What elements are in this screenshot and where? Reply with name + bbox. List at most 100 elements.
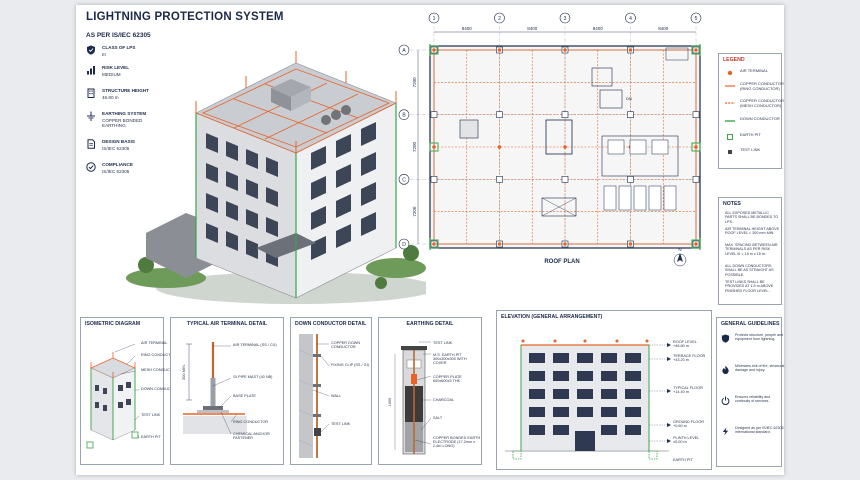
- elevation-window: [529, 407, 545, 417]
- grid-col-label: 2: [498, 16, 501, 22]
- document-icon: [87, 139, 95, 149]
- hvac-unit: [629, 139, 647, 155]
- spec-label: COMPLIANCE: [102, 162, 133, 167]
- guideline-text: Minimizes risk of fire, structural damag…: [735, 364, 785, 373]
- dc-label: COPPER DOWN CONDUCTOR: [331, 341, 361, 349]
- elevation-window: [553, 389, 569, 399]
- spec-value: MEDIUM: [102, 72, 121, 77]
- guidelines-title: GENERAL GUIDELINES: [721, 321, 780, 327]
- roof-opening: [545, 119, 573, 155]
- elevation-panel: ELEVATION (GENERAL ARRANGEMENT) ROOF LEV…: [496, 310, 712, 470]
- guideline-text: Protects structure, people and equipment…: [735, 333, 783, 342]
- chiller-unit: [648, 185, 662, 211]
- air-terminal-point: [563, 242, 567, 246]
- lightning-icon: [722, 427, 729, 436]
- elevation-level: GROUND FLOOR+0.60 m: [673, 420, 705, 429]
- air-terminal-icon: [727, 70, 733, 76]
- elevation-window: [529, 425, 545, 435]
- notes-panel: NOTES ALL EXPOSED METALLIC PARTS SHALL B…: [718, 197, 782, 305]
- air-terminal-point: [628, 242, 633, 246]
- earthing-diagram: 1000: [388, 341, 432, 455]
- hvac-unit: [607, 139, 625, 155]
- roof-plan-title: ROOF PLAN: [544, 259, 579, 265]
- earth-icon: [87, 111, 95, 121]
- spec-label: DESIGN BASIS: [102, 139, 135, 144]
- note-item: TEST LINKS SHALL BE PROVIDED AT 1.5 m AB…: [725, 280, 774, 293]
- drawing-sheet: LIGHTNING PROTECTION SYSTEM AS PER IS/IE…: [76, 5, 784, 475]
- spec-structure-height: STRUCTURE HEIGHT 46.80 m: [86, 88, 149, 106]
- grid-bubble: [398, 109, 410, 120]
- spec-label: STRUCTURE HEIGHT: [102, 88, 149, 93]
- elevation-window: [529, 353, 545, 363]
- at-label: BASE PLATE: [233, 394, 256, 398]
- hvac-unit: [651, 139, 669, 155]
- guideline-text: Ensures reliability and continuity of se…: [735, 395, 771, 404]
- elevation-title: ELEVATION (GENERAL ARRANGEMENT): [501, 314, 603, 320]
- at-label: RING CONDUCTOR: [233, 420, 269, 424]
- row-spacing-label: 7200: [412, 206, 417, 217]
- spec-risk-level: RISK LEVEL MEDIUM: [86, 65, 148, 83]
- elevation-window: [529, 389, 545, 399]
- iso-label: AIR TERMINAL: [141, 341, 168, 345]
- legend-label: COPPER CONDUCTOR (MESH CONDUCTOR): [740, 98, 784, 108]
- grid-bubble: [494, 12, 505, 24]
- hvac-platform: [601, 135, 679, 177]
- earthing-detail-panel: EARTHING DETAIL 1000 TEST LINK M.S. EART…: [378, 317, 482, 465]
- bar-chart-icon: [87, 66, 95, 75]
- legend-label: COPPER CONDUCTOR (RING CONDUCTOR): [740, 81, 784, 91]
- down-conductor-line-icon: [725, 120, 735, 122]
- legend-label: DOWN CONDUCTOR: [740, 116, 780, 121]
- grid-bubble: [398, 44, 410, 56]
- building-3d-illustration: [126, 51, 426, 304]
- grid-row-label: D: [402, 242, 406, 248]
- iso-label: DOWN CONDUCTOR: [141, 387, 179, 391]
- earthing-label: SALT: [433, 416, 443, 420]
- earth-pit-marker: [429, 142, 439, 152]
- grid-bubble: [625, 12, 636, 24]
- structural-column: [561, 176, 569, 183]
- fire-icon: [722, 365, 729, 374]
- legend-panel: LEGEND AIR TERMINAL COPPER CONDUCTOR (RI…: [718, 53, 784, 169]
- spec-earthing-system: EARTHING SYSTEM COPPER BONDED EARTHING: [86, 111, 148, 133]
- elevation-window: [625, 407, 641, 417]
- earthing-label: M.S. EARTH PIT 300x300x300 WITH COVER: [433, 353, 467, 365]
- water-tank: [459, 119, 479, 139]
- elevation-level: TERRACE FLOOR+43.20 m: [673, 354, 706, 363]
- structural-column: [496, 111, 503, 118]
- grid-col-label: 5: [695, 16, 698, 22]
- air-terminal-point: [497, 242, 502, 246]
- grid-col-label: 3: [564, 16, 567, 22]
- guideline-item: Designed as per IS/IEC 62305 internation…: [721, 425, 793, 443]
- elevation-level: TYPICAL FLOOR+14.40 m: [673, 386, 703, 395]
- spec-compliance: COMPLIANCE IS/IEC 62305: [86, 162, 148, 180]
- chiller-unit: [663, 185, 677, 211]
- skylight-diagonal: [541, 197, 577, 217]
- dc-label: WALL: [331, 394, 342, 398]
- isometric-diagram-panel: ISOMETRIC DIAGRAM AIR TERMINAL RING COND…: [80, 317, 179, 465]
- spec-value: IS/IEC 62305: [102, 169, 130, 174]
- elevation-window: [577, 353, 593, 363]
- spec-value: III: [102, 52, 106, 57]
- structural-column: [627, 176, 634, 183]
- structural-column: [430, 111, 438, 118]
- legend-item-down-conductor: DOWN CONDUCTOR: [725, 116, 805, 126]
- col-spacing-label: 8400: [462, 26, 473, 31]
- legend-title: LEGEND: [723, 57, 745, 63]
- isometric-title: ISOMETRIC DIAGRAM: [85, 321, 141, 327]
- iso-label: MESH CONDUCTOR: [141, 368, 178, 372]
- check-circle-icon: [86, 162, 96, 172]
- iso-label: RING CONDUCTOR: [141, 353, 177, 357]
- earthing-dimension: 1000: [388, 398, 392, 406]
- at-label: CHEMICAL ANCHOR FASTENER: [233, 432, 270, 440]
- dn-label: DN: [626, 96, 632, 101]
- stair-room: [591, 67, 613, 87]
- earthing-label: TEST LINK: [433, 341, 453, 345]
- legend-item-air-terminal: AIR TERMINAL: [725, 68, 805, 78]
- elevation-window: [529, 371, 545, 381]
- building-icon: [87, 88, 95, 98]
- elevation-window: [553, 353, 569, 363]
- iso-label: EARTH PIT: [141, 435, 161, 439]
- col-spacing-label: 8400: [527, 26, 538, 31]
- elevation-window: [577, 389, 593, 399]
